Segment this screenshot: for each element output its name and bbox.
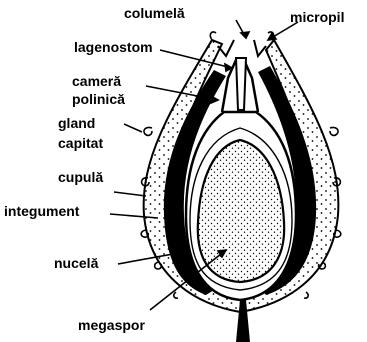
label-megaspor: megaspor (78, 318, 145, 333)
label-integument: integument (4, 204, 79, 219)
label-cupula: cupulă (58, 170, 103, 185)
micropyle-tip-right (254, 40, 266, 56)
label-gland-line1: gland (58, 116, 95, 131)
label-micropil: micropil (290, 10, 344, 25)
label-camera-line2: polinică (72, 92, 125, 107)
label-camera-line1: cameră (72, 74, 121, 89)
columella (236, 58, 246, 110)
label-gland-line2: capitat (58, 136, 103, 151)
label-nucela: nucelă (54, 256, 98, 271)
label-lagenostom: lagenostom (74, 40, 153, 55)
label-columela: columelă (124, 6, 185, 21)
